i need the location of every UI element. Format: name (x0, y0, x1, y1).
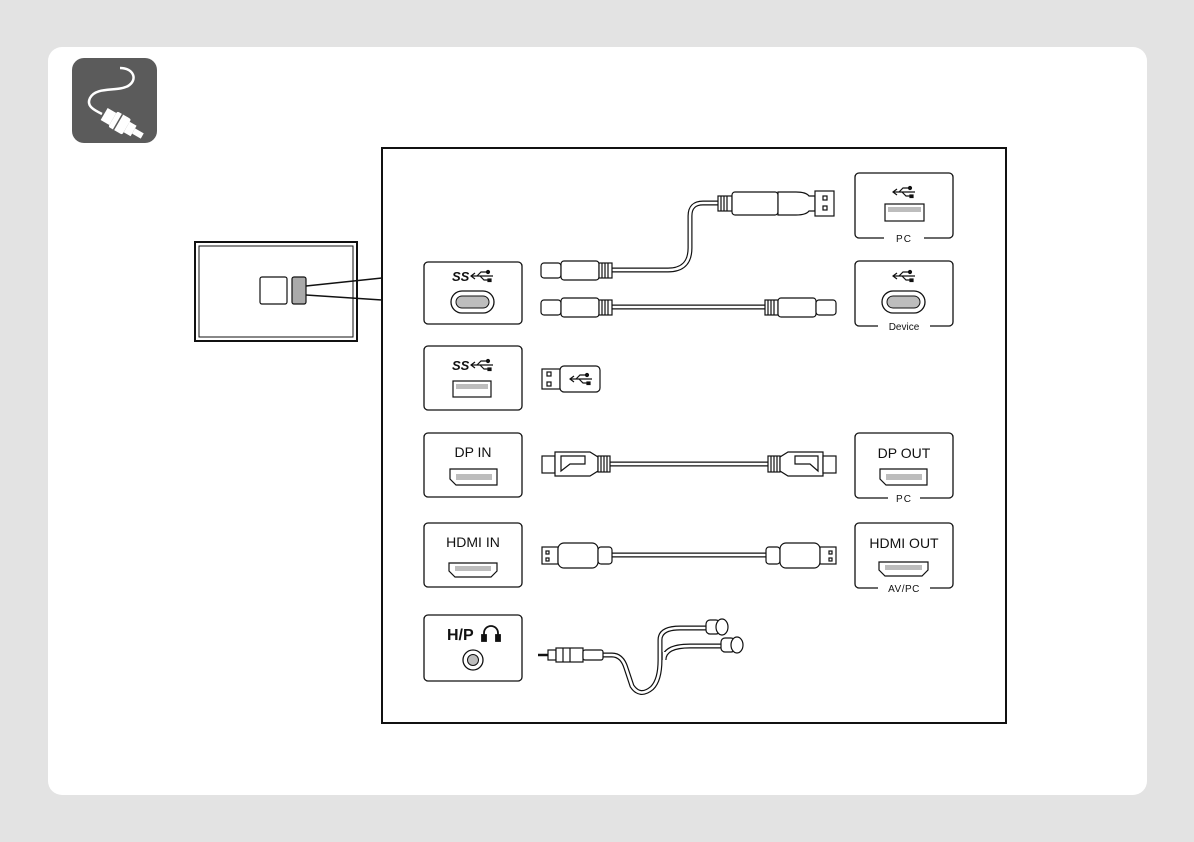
dp-out-label: DP OUT (878, 445, 931, 461)
pc-usb-caption: PC (896, 234, 912, 245)
usb-a-port: SS (424, 346, 522, 410)
hdmi-out-port: HDMI OUT AV/PC (855, 523, 953, 595)
usb-c-port-label: SS (452, 269, 470, 284)
hdmi-out-caption: AV/PC (888, 584, 920, 595)
monitor-rear-panel (195, 242, 382, 341)
usb-c-port: SS (424, 262, 522, 324)
hdmi-out-label: HDMI OUT (869, 535, 939, 551)
hdmi-in-label: HDMI IN (446, 534, 500, 550)
hdmi-in-port: HDMI IN (424, 523, 522, 587)
usb-flash-drive (542, 366, 600, 392)
usb-a-port-label: SS (452, 358, 470, 373)
device-usb-caption: Device (889, 322, 920, 333)
dp-in-label: DP IN (454, 444, 491, 460)
headphone-port: H/P (424, 615, 522, 681)
dp-out-port: DP OUT PC (855, 433, 953, 505)
headphone-port-label: H/P (447, 627, 474, 644)
dp-out-caption: PC (896, 494, 912, 505)
device-usb-c-port: Device (855, 261, 953, 333)
pc-usb-port: PC (855, 173, 953, 245)
dp-in-port: DP IN (424, 433, 522, 497)
